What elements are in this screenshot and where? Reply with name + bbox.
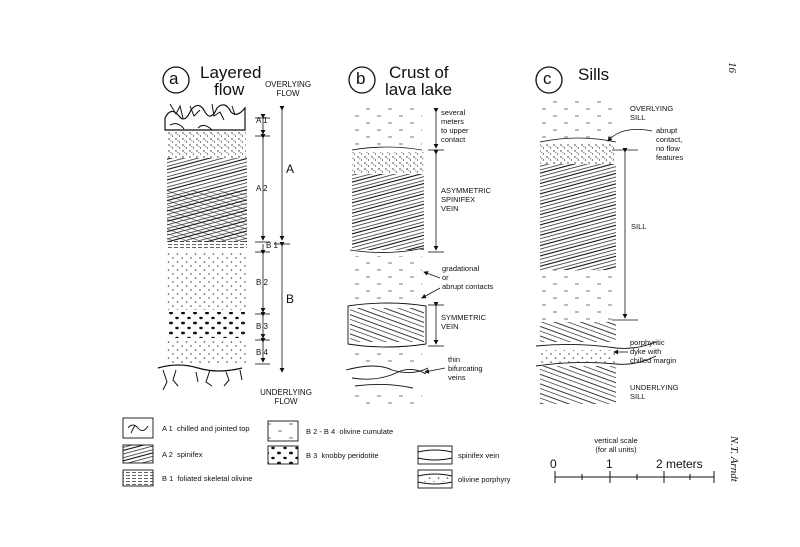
author-name: N.T. Arndt	[728, 436, 740, 482]
panel-a-title-line1: Layered	[200, 63, 262, 82]
zone-label-b3: B 3	[256, 322, 269, 331]
legend-swatches	[122, 417, 453, 489]
zone-label-b4: B 4	[256, 348, 269, 357]
scale-tick-1: 1	[606, 457, 613, 471]
zone-label-b: B	[286, 292, 295, 306]
panel-b-letter: b	[356, 69, 366, 88]
panel-c-column	[535, 100, 657, 404]
scale-bar	[554, 471, 715, 483]
panel-c-circle	[535, 66, 563, 94]
panel-b-column	[345, 108, 429, 406]
legend-b3: B 3 knobby peridotite	[306, 451, 379, 460]
legend-b1: B 1 foliated skeletal olivine	[162, 474, 253, 483]
zone-label-a: A	[286, 162, 295, 176]
scale-tick-0: 0	[550, 457, 557, 471]
page-number: 16	[726, 62, 738, 73]
zone-label-b2: B 2	[256, 278, 269, 287]
legend-porph: olivine porphyry	[458, 475, 511, 484]
zone-label-a1: A 1	[256, 116, 268, 125]
panel-a-title-line2: flow	[214, 80, 245, 99]
panel-a-column	[157, 103, 247, 391]
legend-b24: B 2 - B 4 olivine cumulate	[306, 427, 394, 436]
panel-a-circle	[162, 66, 190, 94]
panel-b-title-line2: lava lake	[385, 80, 453, 99]
scale-title: vertical scale(for all units)	[594, 436, 638, 454]
panel-c-sill: SILL	[631, 222, 647, 231]
panel-a-letter: a	[169, 69, 179, 88]
legend-a2: A 2 spinifex	[162, 450, 203, 459]
panel-b-brackets	[421, 108, 446, 374]
legend-a1: A 1 chilled and jointed top	[162, 424, 250, 433]
zone-label-a2: A 2	[256, 184, 268, 193]
panel-c-letter: c	[543, 69, 552, 88]
panel-b-title-line1: Crust of	[389, 63, 449, 82]
panel-c-brackets	[607, 128, 653, 355]
zone-label-b1: B 1	[266, 241, 279, 250]
scale-tick-2: 2 meters	[656, 457, 703, 471]
panel-c-title: Sills	[578, 65, 610, 84]
legend-vein: spinifex vein	[458, 451, 500, 460]
panel-b-circle	[348, 66, 376, 94]
panel-a-brackets	[255, 106, 290, 373]
